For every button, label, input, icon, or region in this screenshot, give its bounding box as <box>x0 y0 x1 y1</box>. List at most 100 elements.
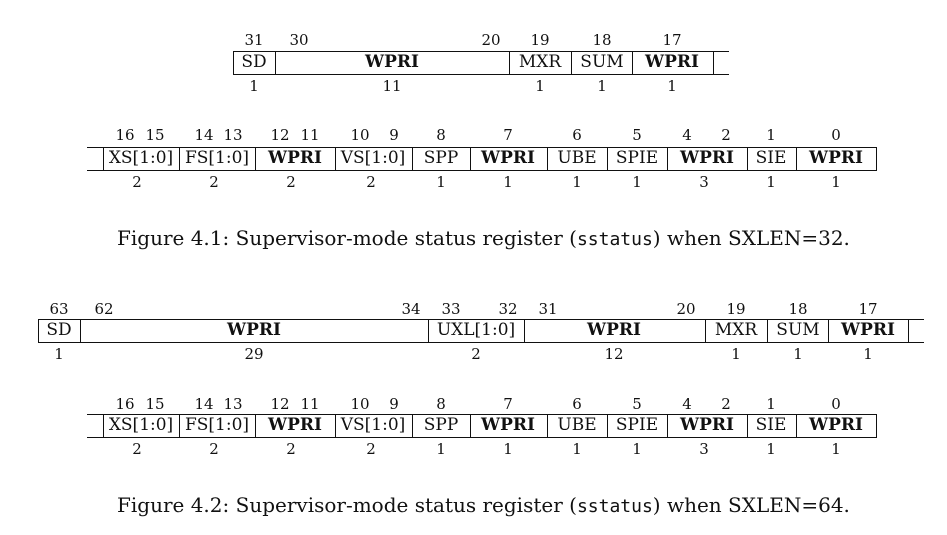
field-width: 3 <box>699 440 709 458</box>
bit-number: 62 <box>94 300 114 318</box>
field-spie: SPIE <box>615 148 659 168</box>
figure-caption: Figure 4.1: Supervisor-mode status regis… <box>117 226 850 250</box>
field-sd: SD <box>46 320 72 340</box>
bit-number: 32 <box>498 300 518 318</box>
bit-number: 4 <box>682 395 692 413</box>
field-wpri: WPRI <box>365 52 419 72</box>
bit-number: 10 <box>350 395 370 413</box>
bit-number: 13 <box>223 126 243 144</box>
field-uxl: UXL[1:0] <box>436 320 516 340</box>
field-wpri: WPRI <box>841 320 895 340</box>
field-width: 1 <box>863 345 873 363</box>
field-width: 1 <box>54 345 64 363</box>
bit-number: 5 <box>632 126 642 144</box>
field-width: 2 <box>286 173 296 191</box>
field-wpri: WPRI <box>809 415 863 435</box>
field-spie: SPIE <box>615 415 659 435</box>
field-vs: VS[1:0] <box>340 148 406 168</box>
bit-number: 5 <box>632 395 642 413</box>
bit-number: 6 <box>572 126 582 144</box>
field-mxr: MXR <box>518 52 562 72</box>
bit-number: 31 <box>538 300 558 318</box>
bit-number: 0 <box>831 126 841 144</box>
field-wpri: WPRI <box>268 415 322 435</box>
field-wpri: WPRI <box>680 148 734 168</box>
field-width: 1 <box>632 440 642 458</box>
bit-number: 1 <box>766 126 776 144</box>
field-width: 2 <box>366 173 376 191</box>
bit-number: 33 <box>441 300 461 318</box>
bit-number: 17 <box>662 31 682 49</box>
field-width: 1 <box>766 173 776 191</box>
field-width: 2 <box>209 440 219 458</box>
bit-number: 34 <box>401 300 421 318</box>
field-width: 1 <box>793 345 803 363</box>
field-width: 1 <box>436 440 446 458</box>
field-sie: SIE <box>755 415 787 435</box>
field-wpri: WPRI <box>481 415 535 435</box>
field-width: 1 <box>503 173 513 191</box>
field-width: 1 <box>597 77 607 95</box>
bit-number: 11 <box>300 395 320 413</box>
bit-number: 16 <box>115 126 135 144</box>
field-wpri: WPRI <box>809 148 863 168</box>
bit-number: 10 <box>350 126 370 144</box>
bit-number: 0 <box>831 395 841 413</box>
field-wpri: WPRI <box>227 320 281 340</box>
bit-number: 6 <box>572 395 582 413</box>
field-fs: FS[1:0] <box>184 415 250 435</box>
field-wpri: WPRI <box>587 320 641 340</box>
field-width: 1 <box>766 440 776 458</box>
bit-number: 8 <box>436 126 446 144</box>
bit-number: 16 <box>115 395 135 413</box>
field-width: 1 <box>249 77 259 95</box>
bit-number: 14 <box>194 395 214 413</box>
bit-number: 11 <box>300 126 320 144</box>
bit-number: 9 <box>389 126 399 144</box>
field-width: 1 <box>831 440 841 458</box>
field-mxr: MXR <box>714 320 758 340</box>
bit-number: 19 <box>726 300 746 318</box>
field-width: 1 <box>436 173 446 191</box>
bit-number: 17 <box>858 300 878 318</box>
bit-number: 1 <box>766 395 776 413</box>
field-spp: SPP <box>423 415 459 435</box>
field-xs: XS[1:0] <box>108 415 174 435</box>
bit-number: 19 <box>530 31 550 49</box>
field-width: 3 <box>699 173 709 191</box>
field-width: 2 <box>366 440 376 458</box>
bit-number: 12 <box>270 126 290 144</box>
bit-number: 2 <box>721 395 731 413</box>
field-ube: UBE <box>557 415 597 435</box>
field-vs: VS[1:0] <box>340 415 406 435</box>
field-width: 11 <box>382 77 402 95</box>
field-sum: SUM <box>580 52 624 72</box>
bit-number: 15 <box>145 126 165 144</box>
bit-number: 30 <box>289 31 309 49</box>
bit-number: 12 <box>270 395 290 413</box>
bit-number: 7 <box>503 126 513 144</box>
field-xs: XS[1:0] <box>108 148 174 168</box>
field-width: 1 <box>572 173 582 191</box>
field-width: 2 <box>132 173 142 191</box>
field-wpri: WPRI <box>268 148 322 168</box>
field-spp: SPP <box>423 148 459 168</box>
bit-number: 20 <box>676 300 696 318</box>
field-wpri: WPRI <box>481 148 535 168</box>
bit-number: 2 <box>721 126 731 144</box>
field-width: 29 <box>244 345 264 363</box>
field-sie: SIE <box>755 148 787 168</box>
bit-number: 8 <box>436 395 446 413</box>
bit-number: 18 <box>592 31 612 49</box>
field-width: 2 <box>471 345 481 363</box>
field-width: 1 <box>503 440 513 458</box>
field-width: 1 <box>572 440 582 458</box>
field-width: 2 <box>286 440 296 458</box>
bit-number: 15 <box>145 395 165 413</box>
field-width: 2 <box>209 173 219 191</box>
bit-number: 20 <box>481 31 501 49</box>
bit-number: 31 <box>244 31 264 49</box>
field-width: 1 <box>731 345 741 363</box>
bit-number: 7 <box>503 395 513 413</box>
field-wpri: WPRI <box>680 415 734 435</box>
